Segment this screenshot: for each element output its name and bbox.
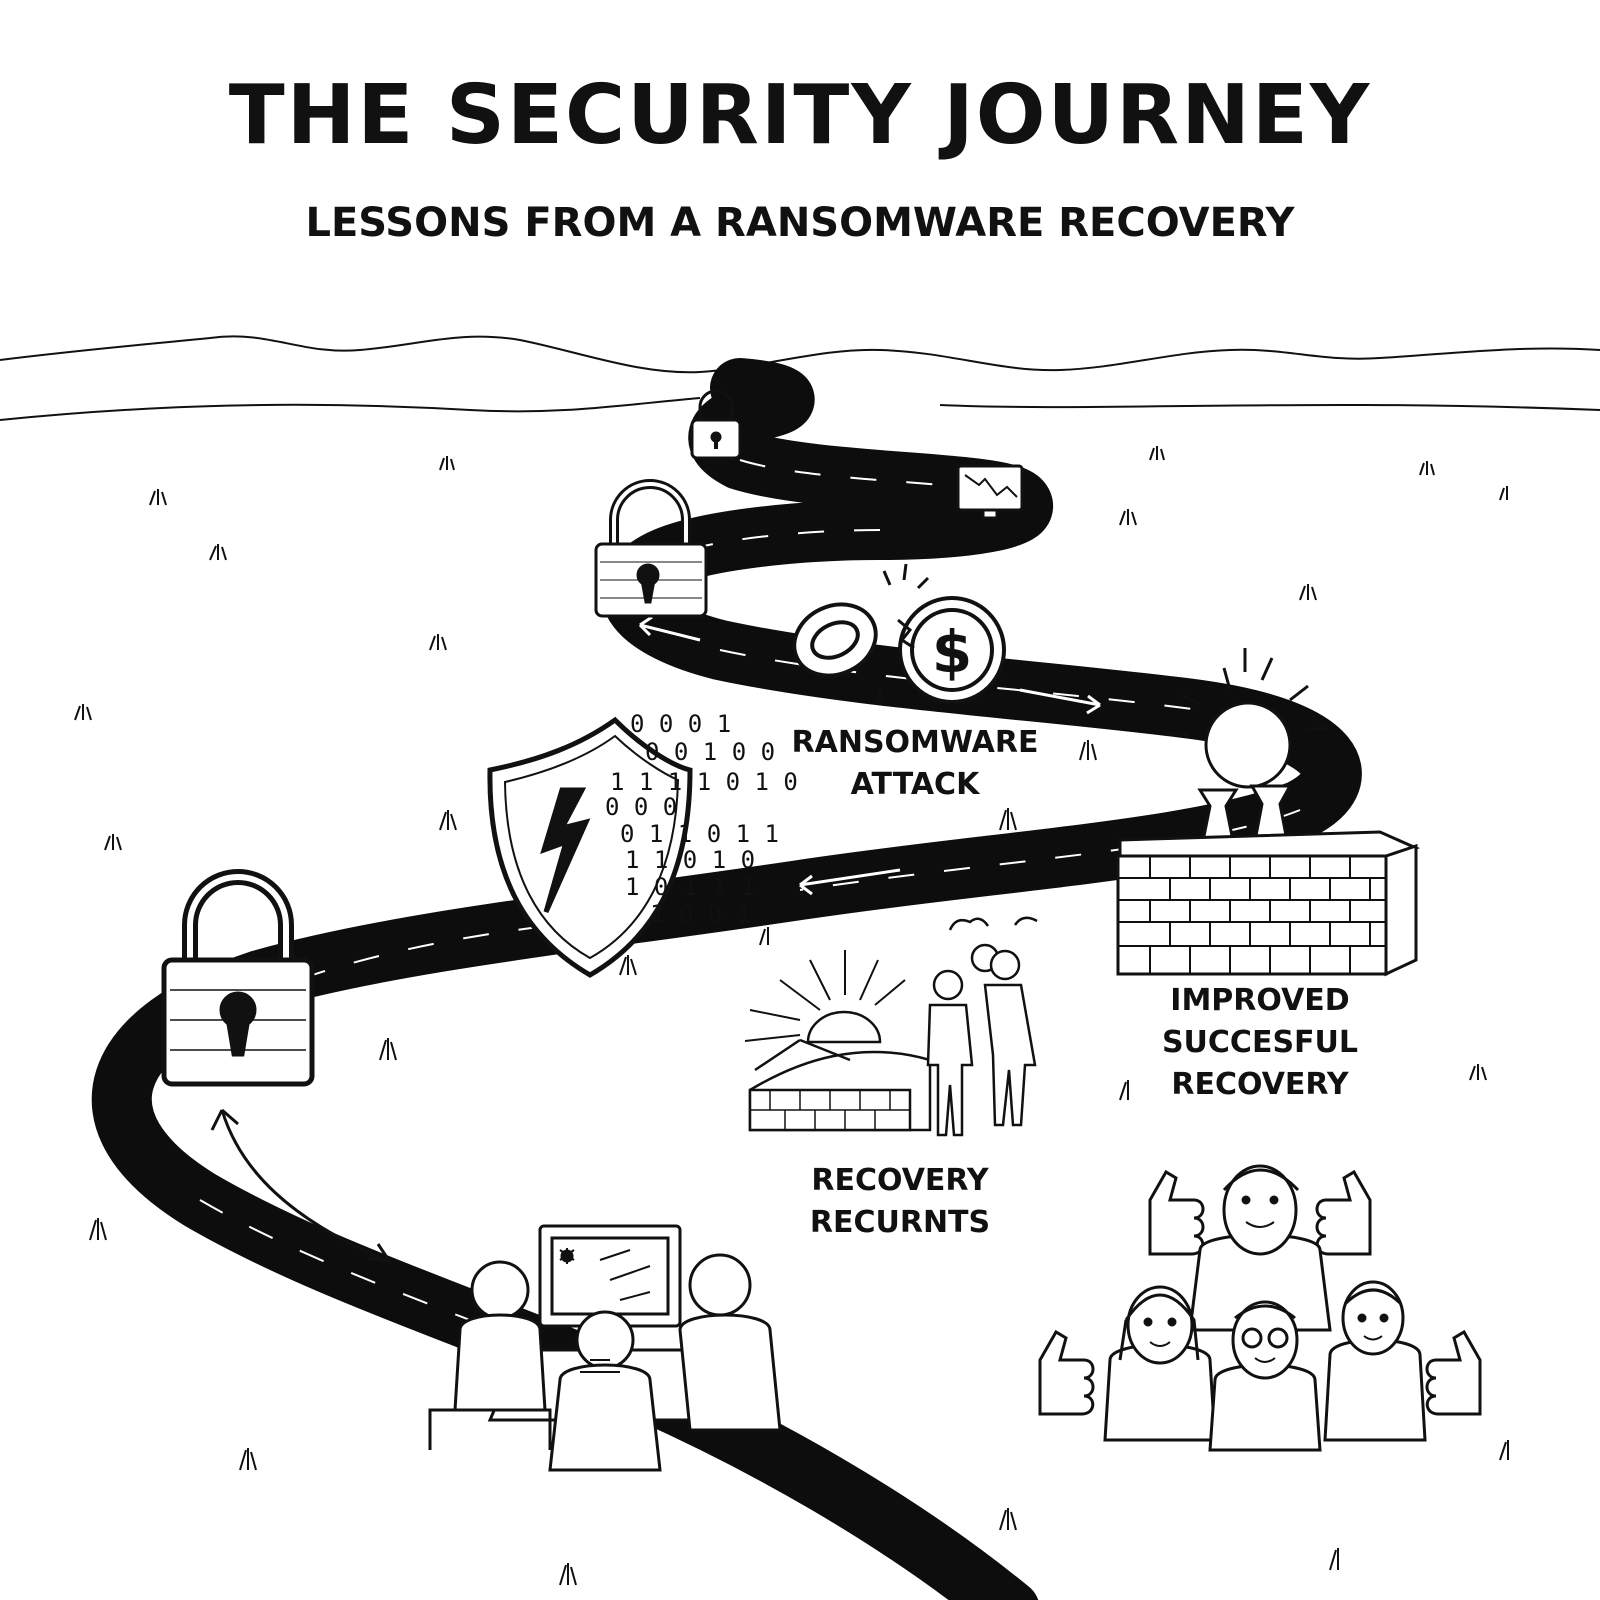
brick-wall-fortress-icon xyxy=(1116,648,1421,977)
padlock-icon-horizon xyxy=(690,389,742,460)
svg-text:0 0 1 0 0: 0 0 1 0 0 xyxy=(645,738,775,766)
svg-text:1 1 1 1 0 1 0: 1 1 1 1 0 1 0 xyxy=(610,768,798,796)
coin-symbol: $ xyxy=(932,618,972,686)
team-at-computer-scene xyxy=(428,1224,782,1472)
horizon-line xyxy=(0,397,1600,421)
binary-stream: 0 0 0 1 0 0 1 0 0 1 1 1 1 0 1 0 0 0 0 0 … xyxy=(605,710,798,928)
road-arrows xyxy=(638,615,1101,896)
grass-tufts xyxy=(74,446,1509,1586)
padlock-icon-medium xyxy=(594,479,708,618)
svg-text:0 1 1 0 1 1: 0 1 1 0 1 1 xyxy=(620,820,779,848)
broken-chain-coin-icon xyxy=(792,563,1006,704)
broken-monitor-icon xyxy=(956,464,1024,520)
page-title: THE SECURITY JOURNEY xyxy=(228,68,1372,163)
label-ransomware-attack: RANSOMWARE ATTACK xyxy=(791,725,1039,802)
padlock-icon-large xyxy=(161,869,315,1087)
svg-text:1 0 0 1: 1 0 0 1 xyxy=(650,900,751,928)
thumbs-up-team-scene xyxy=(1038,1164,1482,1452)
sunrise-recovery-scene xyxy=(744,916,1038,1137)
double-arrow-icon xyxy=(210,1108,392,1264)
svg-text:0 0 0: 0 0 0 xyxy=(605,793,677,821)
mountain-ridge xyxy=(0,335,1600,374)
svg-text:0 0 0 1: 0 0 0 1 xyxy=(630,710,731,738)
svg-text:1 1 0 1 0: 1 1 0 1 0 xyxy=(625,846,755,874)
label-improved-recovery: IMPROVED SUCCESFUL RECOVERY xyxy=(1161,983,1359,1102)
svg-text:1 0 1 1 1: 1 0 1 1 1 xyxy=(625,873,755,901)
label-recovery: RECOVERY RECURNTS xyxy=(809,1163,991,1240)
page-subtitle: LESSONS FROM A RANSOMWARE RECOVERY xyxy=(305,200,1295,246)
cracked-shield-icon xyxy=(487,716,693,978)
